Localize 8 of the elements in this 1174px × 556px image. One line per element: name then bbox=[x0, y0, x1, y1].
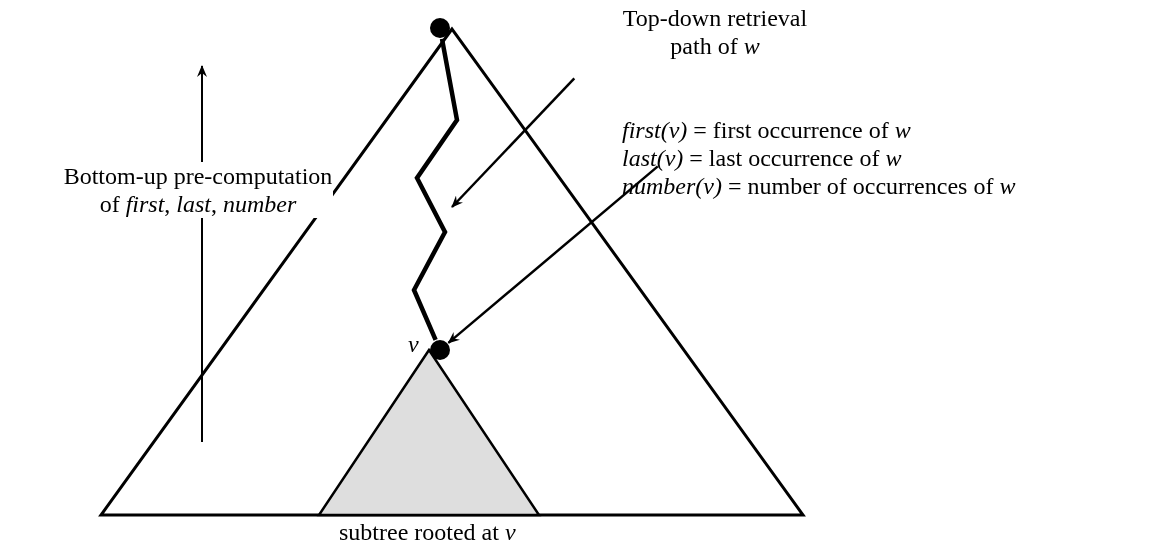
definition-text: last(v) = last occurrence of w bbox=[622, 144, 902, 172]
annotation-text: Bottom-up pre-computation of first, last, number bbox=[63, 162, 333, 218]
caption-text: subtree rooted at v bbox=[339, 518, 516, 546]
definition-text: first(v) = first occurrence of w bbox=[622, 116, 911, 144]
node-label: v bbox=[408, 330, 419, 358]
callout-text: Top-down retrieval path of w bbox=[621, 4, 809, 60]
arrow bbox=[451, 77, 576, 208]
arrow bbox=[447, 165, 659, 344]
